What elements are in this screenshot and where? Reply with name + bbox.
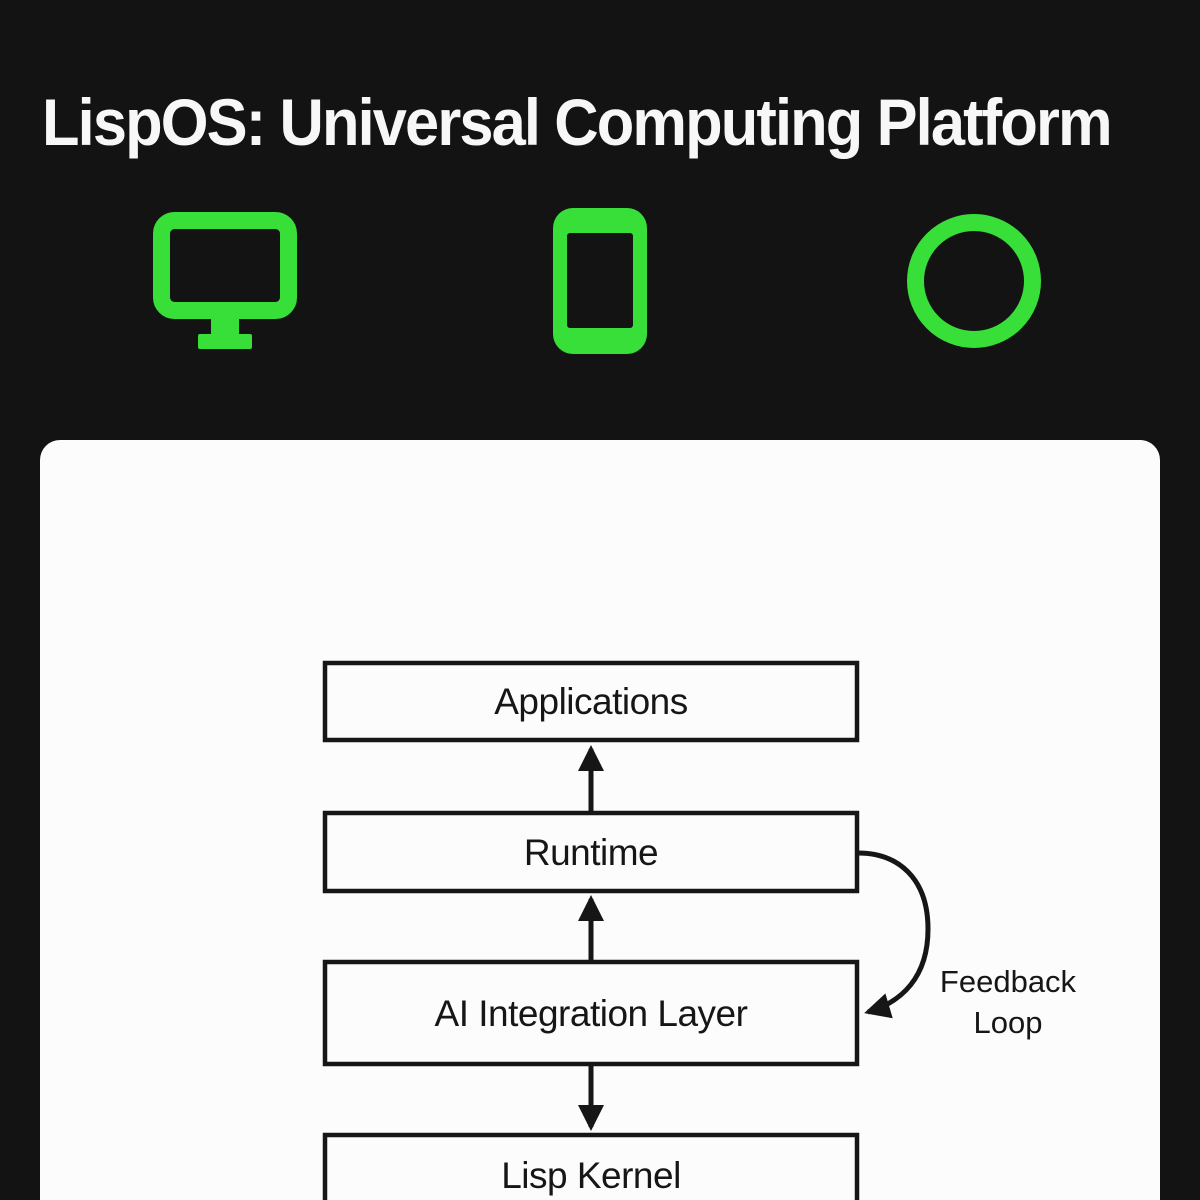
device-icons-row xyxy=(0,0,1200,440)
layer-box-lisp-kernel xyxy=(322,1132,860,1200)
diagram-card: Applications Runtime AI Integration Laye… xyxy=(40,440,1160,1200)
layer-box-runtime xyxy=(322,810,860,894)
desktop-monitor-icon xyxy=(153,212,297,349)
layer-box-ai-integration xyxy=(322,959,860,1067)
smartphone-icon xyxy=(553,208,647,354)
arrow-feedback-loop xyxy=(857,850,931,1019)
feedback-loop-label-line2: Loop xyxy=(974,1005,1043,1040)
architecture-diagram: Applications Runtime AI Integration Laye… xyxy=(322,660,1077,1200)
circle-icon xyxy=(907,214,1041,348)
layer-label-lisp-kernel: Lisp Kernel xyxy=(501,1155,681,1196)
page-title: LispOS: Universal Computing Platform xyxy=(42,85,1113,159)
layer-label-ai-integration: AI Integration Layer xyxy=(435,993,748,1034)
layer-label-runtime: Runtime xyxy=(524,832,658,873)
layer-label-applications: Applications xyxy=(494,681,688,722)
layer-box-applications xyxy=(322,660,860,743)
feedback-loop-label-line1: Feedback xyxy=(940,964,1077,999)
